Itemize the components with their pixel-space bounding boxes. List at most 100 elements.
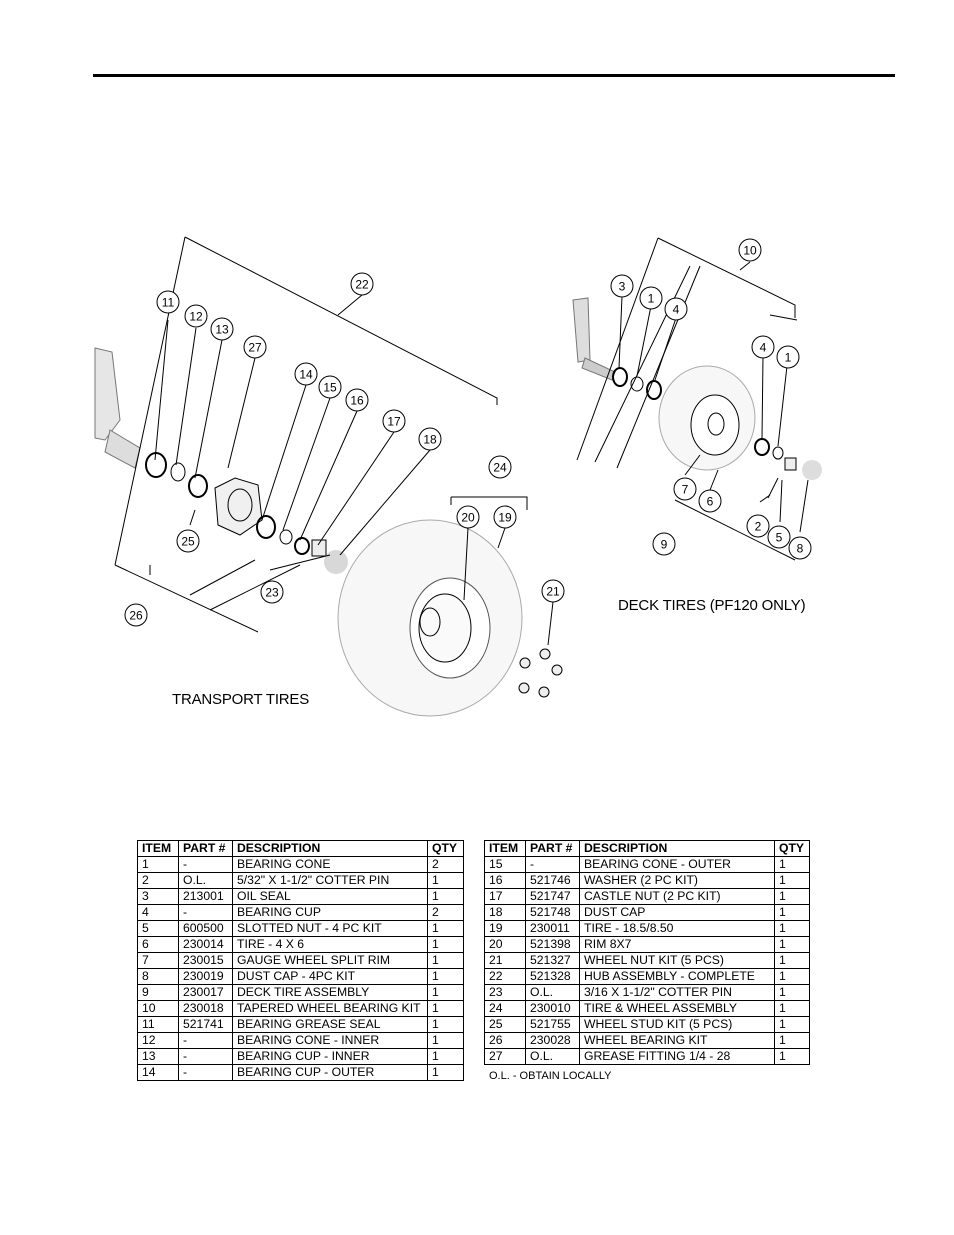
qty-cell: 2 — [427, 904, 464, 921]
part-number-cell: 230019 — [178, 968, 233, 985]
part-11-shape — [145, 452, 167, 478]
qty-cell: 1 — [774, 1016, 810, 1033]
col-description: DESCRIPTION — [579, 840, 775, 857]
part-number-cell: O.L. — [178, 872, 233, 889]
callout-8: 8 — [788, 536, 812, 560]
callout-4: 4 — [664, 297, 688, 321]
item-cell: 22 — [484, 968, 526, 985]
part-number-cell: 230011 — [525, 920, 580, 937]
description-cell: BEARING CONE - OUTER — [579, 856, 775, 873]
callout-15: 15 — [318, 375, 342, 399]
col-item: ITEM — [137, 840, 179, 857]
item-cell: 25 — [484, 1016, 526, 1033]
callout-number: 4 — [760, 341, 767, 355]
callout-6: 6 — [698, 489, 722, 513]
description-cell: TAPERED WHEEL BEARING KIT — [232, 1000, 428, 1017]
description-cell: OIL SEAL — [232, 888, 428, 905]
qty-cell: 1 — [427, 920, 464, 937]
spindle-shaft — [104, 429, 141, 469]
transport-tires-label: TRANSPORT TIRES — [172, 691, 310, 708]
callout-number: 22 — [355, 278, 369, 292]
callout-number: 5 — [776, 531, 783, 545]
item-cell: 13 — [137, 1048, 179, 1065]
callout-number: 1 — [785, 351, 792, 365]
callout-24: 24 — [488, 455, 512, 479]
item-cell: 5 — [137, 920, 179, 937]
qty-cell: 1 — [774, 952, 810, 969]
qty-cell: 1 — [427, 1032, 464, 1049]
callout-number: 6 — [707, 495, 714, 509]
callout-number: 13 — [215, 323, 229, 337]
qty-cell: 1 — [427, 968, 464, 985]
callout-number: 19 — [498, 511, 512, 525]
item-cell: 15 — [484, 856, 526, 873]
callout-11: 11 — [156, 290, 180, 314]
callout-13: 13 — [210, 317, 234, 341]
callout-number: 11 — [162, 296, 175, 310]
col-qty: QTY — [427, 840, 464, 857]
description-cell: CASTLE NUT (2 PC KIT) — [579, 888, 775, 905]
callout-number: 26 — [129, 609, 143, 623]
qty-cell: 1 — [774, 1000, 810, 1017]
qty-cell: 1 — [427, 1048, 464, 1065]
callout-20: 20 — [456, 505, 480, 529]
qty-cell: 1 — [774, 904, 810, 921]
parts-drawing: 1123445678910111213141516171819202122232… — [94, 236, 822, 717]
description-cell: RIM 8X7 — [579, 936, 775, 953]
table-header-row: ITEM PART # DESCRIPTION QTY — [137, 840, 464, 857]
callout-number: 25 — [181, 535, 195, 549]
callout-number: 3 — [619, 280, 626, 294]
qty-cell: 1 — [774, 920, 810, 937]
callout-19: 19 — [493, 505, 517, 529]
col-description: DESCRIPTION — [232, 840, 428, 857]
callout-number: 2 — [755, 520, 762, 534]
callout-3: 3 — [610, 274, 634, 298]
callout-4: 4 — [751, 335, 775, 359]
callout-18: 18 — [418, 427, 442, 451]
item-cell: 10 — [137, 1000, 179, 1017]
col-part: PART # — [525, 840, 580, 857]
qty-cell: 1 — [774, 1032, 810, 1049]
part-number-cell: O.L. — [525, 1048, 580, 1065]
description-cell: BEARING CUP - OUTER — [232, 1064, 428, 1081]
callout-1: 1 — [639, 286, 663, 310]
part-number-cell: 230015 — [178, 952, 233, 969]
qty-cell: 1 — [774, 968, 810, 985]
description-cell: HUB ASSEMBLY - COMPLETE — [579, 968, 775, 985]
description-cell: TIRE - 18.5/8.50 — [579, 920, 775, 937]
item-cell: 2 — [137, 872, 179, 889]
qty-cell: 1 — [774, 856, 810, 873]
part-number-cell: - — [178, 904, 233, 921]
description-cell: WHEEL NUT KIT (5 PCS) — [579, 952, 775, 969]
callout-21: 21 — [541, 579, 565, 603]
description-cell: GAUGE WHEEL SPLIT RIM — [232, 952, 428, 969]
callout-1: 1 — [776, 345, 800, 369]
col-qty: QTY — [774, 840, 810, 857]
item-cell: 9 — [137, 984, 179, 1001]
callout-number: 21 — [546, 585, 560, 599]
item-cell: 27 — [484, 1048, 526, 1065]
callout-number: 15 — [323, 381, 337, 395]
qty-cell: 1 — [774, 984, 810, 1001]
callout-number: 8 — [797, 542, 804, 556]
part-number-cell: 521748 — [525, 904, 580, 921]
part-number-cell: 230010 — [525, 1000, 580, 1017]
qty-cell: 1 — [774, 872, 810, 889]
col-part: PART # — [178, 840, 233, 857]
part-number-cell: 230017 — [178, 984, 233, 1001]
col-item: ITEM — [484, 840, 526, 857]
